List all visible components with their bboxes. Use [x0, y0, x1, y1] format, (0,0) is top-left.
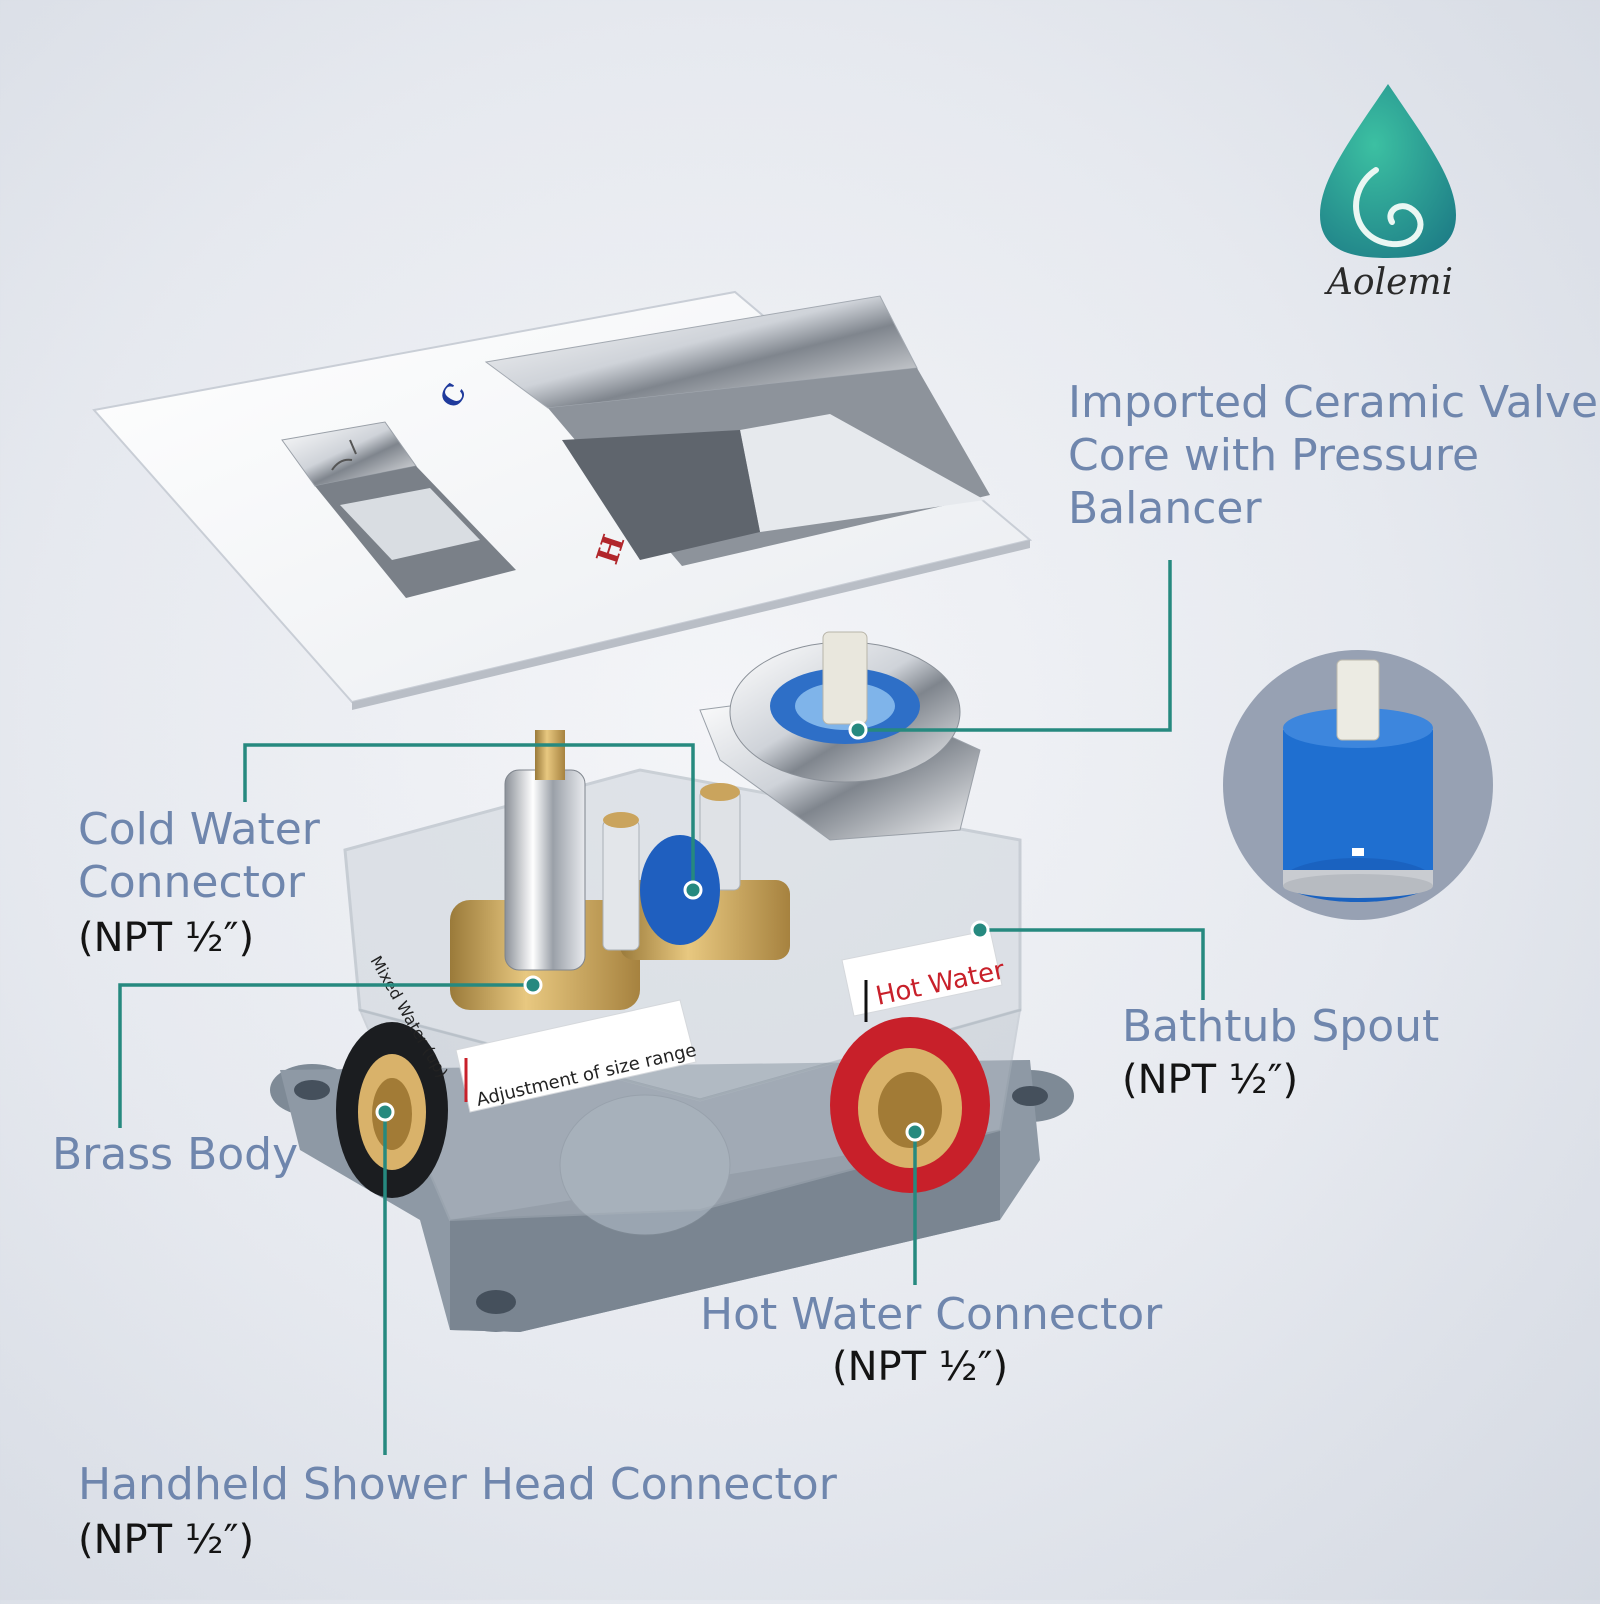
cold-water-spec: (NPT ½″)	[78, 915, 255, 961]
ceramic-valve-label-line1: Imported Ceramic Valve	[1068, 377, 1599, 428]
handheld-spec: (NPT ½″)	[78, 1517, 255, 1563]
cold-water-label-line2: Connector	[78, 857, 305, 908]
handheld-label: Handheld Shower Head Connector	[78, 1459, 837, 1510]
bathtub-spout-label: Bathtub Spout	[1122, 1001, 1440, 1052]
shower-symbol-icon	[331, 439, 357, 471]
valve-cap	[699, 631, 981, 841]
leader-ceramic-valve	[858, 560, 1172, 732]
brand-logo-icon	[1320, 84, 1456, 258]
bathtub-spout-spec: (NPT ½″)	[1122, 1057, 1299, 1103]
ceramic-valve-label-line3: Balancer	[1068, 483, 1262, 534]
leader-dots	[375, 720, 990, 1142]
cartridge-inset	[1223, 650, 1493, 920]
leader-cold-water	[243, 743, 695, 890]
ceramic-valve-label-line2: Core with Pressure	[1068, 430, 1480, 481]
leader-bathtub-spout	[980, 928, 1205, 1000]
brass-body-label: Brass Body	[52, 1129, 299, 1180]
brand-name: Aolemi	[1326, 262, 1454, 303]
hot-water-spec: (NPT ½″)	[832, 1344, 1009, 1390]
hot-water-inlet	[830, 1017, 990, 1193]
cold-water-label-line1: Cold Water	[78, 804, 320, 855]
hot-water-label: Hot Water Connector	[700, 1289, 1163, 1340]
leader-lines	[118, 560, 1205, 1455]
brass-body	[450, 730, 790, 1010]
leader-brass-body	[118, 983, 533, 1128]
trim-plate	[92, 290, 1033, 710]
